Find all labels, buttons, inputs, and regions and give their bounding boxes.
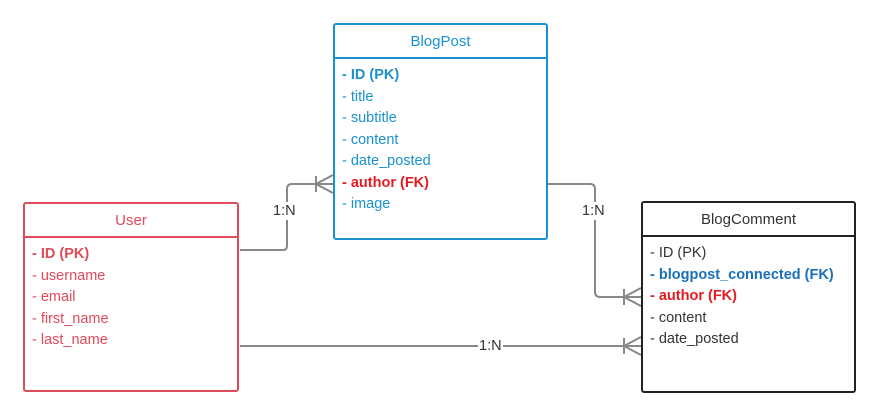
entity-fields: - ID (PK) - username - email - first_nam… — [25, 238, 237, 352]
crowfoot-blogpost-blogcomment — [623, 287, 642, 307]
field-email: - email — [32, 289, 76, 305]
entity-title: BlogPost — [335, 25, 546, 59]
field-image: - image — [342, 196, 391, 212]
entity-fields: - ID (PK) - blogpost_connected (FK) - au… — [643, 237, 854, 351]
relationship-label-user-blogcomment: 1:N — [478, 337, 503, 355]
entity-title: User — [25, 204, 237, 238]
field-id-pk: - ID (PK) — [32, 246, 90, 262]
relationship-label-user-blogpost: 1:N — [272, 202, 297, 220]
relationship-label-blogpost-blogcomment: 1:N — [581, 202, 606, 220]
field-title: - title — [342, 88, 374, 105]
field-id-pk: - ID (PK) — [342, 67, 400, 83]
crowfoot-user-blogcomment — [623, 336, 642, 356]
entity-blogpost[interactable]: BlogPost - ID (PK) - title - subtitle - … — [333, 23, 548, 240]
connector-blogpost-blogcomment — [548, 183, 641, 298]
entity-user[interactable]: User - ID (PK) - username - email - firs… — [23, 202, 239, 392]
entity-fields: - ID (PK) - title - subtitle - content -… — [335, 59, 546, 216]
entity-title: BlogComment — [643, 203, 854, 237]
field-author-fk: - author (FK) — [650, 288, 737, 304]
field-username: - username — [32, 267, 106, 284]
field-content: - content — [650, 309, 707, 326]
field-author-fk: - author (FK) — [342, 174, 429, 191]
field-subtitle: - subtitle — [342, 110, 397, 126]
field-first-name: - first_name — [32, 310, 109, 327]
field-id-pk: - ID (PK) — [650, 245, 707, 261]
crowfoot-user-blogpost — [315, 174, 334, 194]
field-date-posted: - date_posted — [342, 153, 431, 169]
field-date-posted: - date_posted — [650, 331, 739, 347]
field-content: - content — [342, 131, 399, 148]
field-last-name: - last_name — [32, 332, 108, 348]
entity-blogcomment[interactable]: BlogComment - ID (PK) - blogpost_connect… — [641, 201, 856, 393]
field-blogpost-connected-fk: - blogpost_connected (FK) — [650, 266, 834, 283]
